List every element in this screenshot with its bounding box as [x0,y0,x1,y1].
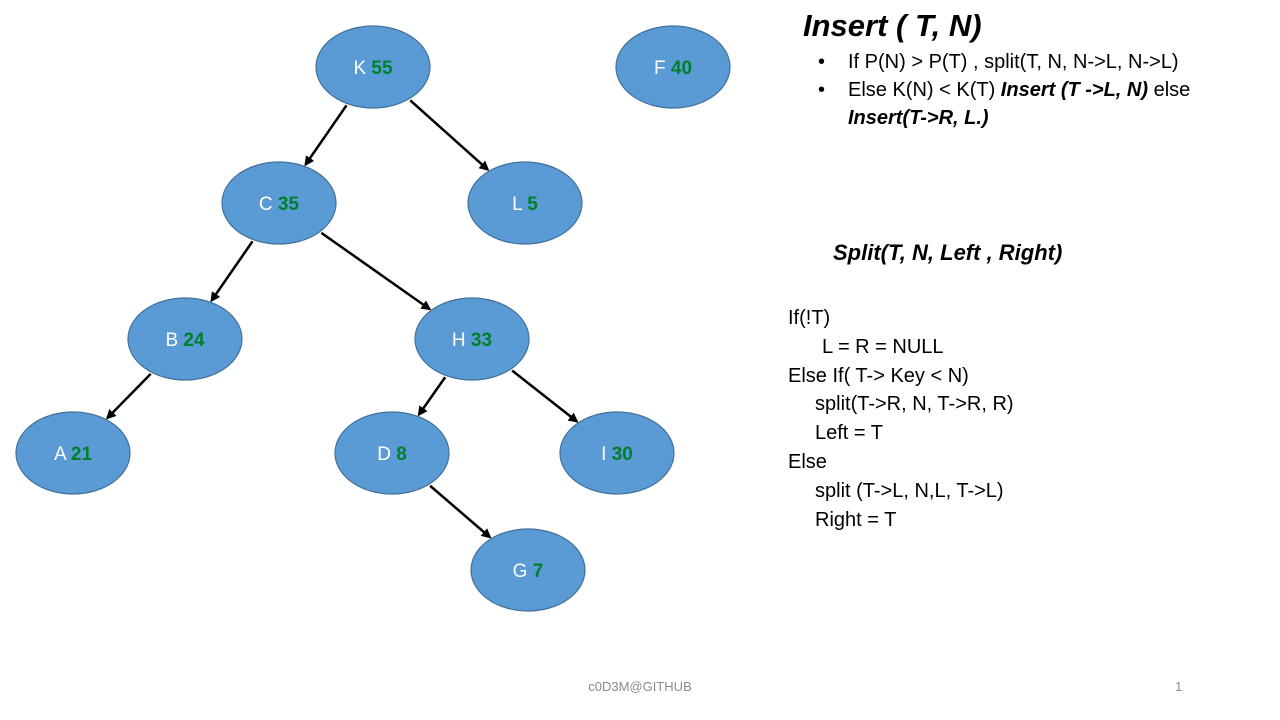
edge-C-H [320,231,432,311]
node-key: A [54,444,71,465]
node-key: D [377,444,396,465]
insert-rule-2: Else K(N) < K(T) Insert (T ->L, N) elseI… [818,76,1238,132]
tree-node-I: I 30 [559,411,675,495]
insert-rule-2-else: else [1148,79,1191,101]
code-line: Right = T [815,508,897,531]
tree-node-K: K 55 [315,25,431,109]
edge-H-I [511,369,579,423]
tree-node-L: L 5 [467,161,583,245]
node-priority: 35 [278,194,300,215]
tree-node-B: B 24 [127,297,243,381]
footer-text: c0D3M@GITHUB [588,679,692,694]
node-label: D 8 [377,444,407,465]
node-ellipse [615,25,731,109]
edge-H-D [417,376,447,417]
node-label: K 55 [353,58,393,79]
tree-node-F: F 40 [615,25,731,109]
node-ellipse [221,161,337,245]
insert-title: Insert ( T, N) [803,8,982,43]
tree-node-D: D 8 [334,411,450,495]
node-key: C [259,194,278,215]
code-line: Left = T [815,422,884,445]
node-key: B [165,330,183,351]
insert-rule-2-call-right: Insert(T->R, L.) [848,107,989,129]
node-priority: 30 [612,444,633,465]
edge-B-A [105,373,152,420]
node-key: K [353,58,371,79]
node-priority: 55 [371,58,393,79]
node-label: B 24 [165,330,205,351]
edge-D-G [429,484,492,539]
insert-rules-list: If P(N) > P(T) , split(T, N, N->L, N->L)… [818,48,1238,132]
node-label: A 21 [54,444,92,465]
node-priority: 8 [396,444,407,465]
insert-rule-2-text: Else K(N) < K(T) [848,79,1001,101]
node-label: L 5 [512,194,538,215]
tree-node-H: H 33 [414,297,530,381]
node-key: I [601,444,612,465]
node-ellipse [334,411,450,495]
node-key: F [654,58,671,79]
edge-C-B [210,240,254,303]
node-label: C 35 [259,194,300,215]
code-line: split (T->L, N,L, T->L) [815,479,1004,502]
code-line: L = R = NULL [822,335,944,358]
tree-node-C: C 35 [221,161,337,245]
node-label: I 30 [601,444,633,465]
split-pseudocode: If(!T) L = R = NULL Else If( T-> Key < N… [788,304,1014,534]
edge-K-L [409,99,490,172]
node-priority: 33 [471,330,492,351]
split-title: Split(T, N, Left , Right) [833,240,1063,265]
node-label: H 33 [452,330,492,351]
node-ellipse [559,411,675,495]
insert-rule-1: If P(N) > P(T) , split(T, N, N->L, N->L) [818,48,1238,76]
node-ellipse [467,161,583,245]
code-line: split(T->R, N, T->R, R) [815,393,1014,416]
tree-node-G: G 7 [470,528,586,612]
node-key: G [513,561,533,582]
tree-edges [105,99,579,539]
node-key: L [512,194,527,215]
node-key: H [452,330,471,351]
tree-node-A: A 21 [15,411,131,495]
code-line: If(!T) [788,307,831,329]
node-ellipse [414,297,530,381]
edge-K-C [304,104,348,167]
node-priority: 21 [71,444,93,465]
node-label: F 40 [654,58,692,79]
insert-rule-2-call-left: Insert (T ->L, N) [1000,79,1149,101]
code-line: Else If( T-> Key < N) [788,364,969,387]
node-priority: 40 [671,58,692,79]
node-priority: 7 [533,561,544,582]
insert-rule-1-text: If P(N) > P(T) , split(T, N, N->L, N->L) [848,51,1179,73]
node-ellipse [127,297,243,381]
node-priority: 24 [183,330,205,351]
node-ellipse [470,528,586,612]
node-ellipse [315,25,431,109]
node-ellipse [15,411,131,495]
node-label: G 7 [513,561,544,582]
node-priority: 5 [527,194,538,215]
page-number: 1 [1175,679,1183,694]
code-line: Else [788,450,827,473]
